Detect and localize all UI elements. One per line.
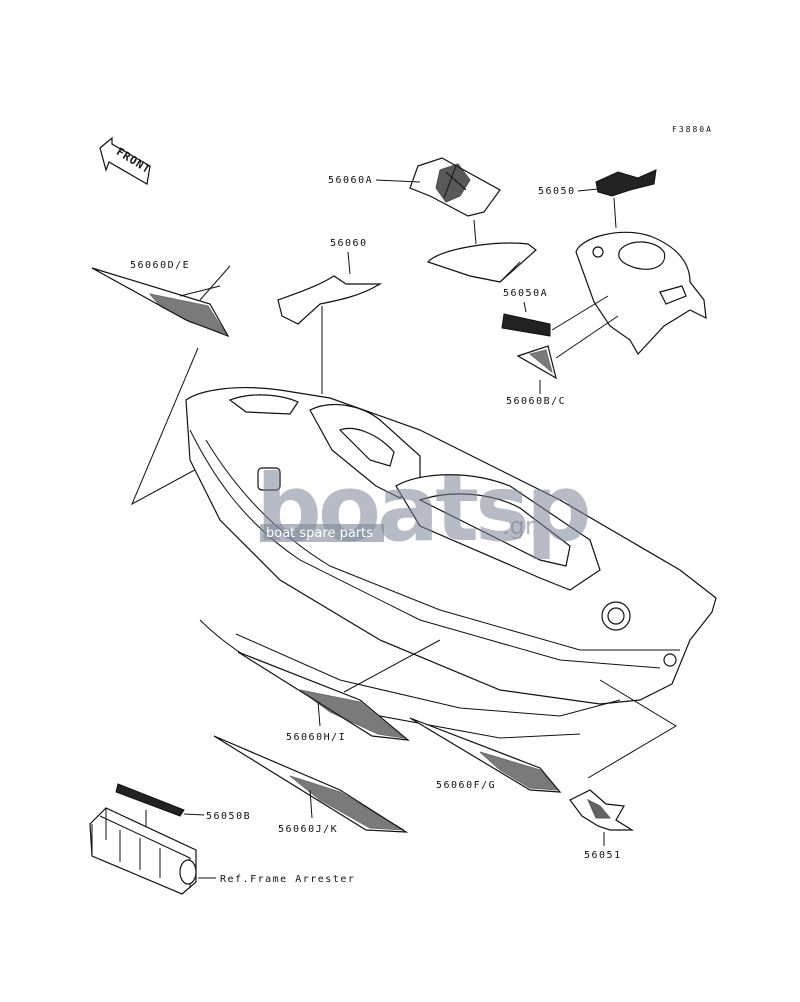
callout-56060: 56060 xyxy=(330,238,368,249)
callout-56060jk: 56060J/K xyxy=(278,824,338,835)
side-stripe-56060hi xyxy=(237,651,410,741)
callout-56051: 56051 xyxy=(584,850,622,861)
seat-decal-56060a xyxy=(409,157,501,217)
callout-56050: 56050 xyxy=(538,186,576,197)
figure-code: F3880A xyxy=(672,125,713,134)
leader-56050b xyxy=(183,813,205,816)
watermark: boatsp boat spare parts .gr xyxy=(256,455,592,562)
side-stripe-56060fg xyxy=(409,717,562,793)
leader-56050-b xyxy=(613,197,617,229)
seat-cushion xyxy=(426,242,537,283)
decal-56060bc xyxy=(516,345,557,380)
leader-56050 xyxy=(577,188,599,192)
callout-ref-frame-arrester: Ref.Frame Arrester xyxy=(220,874,355,885)
side-stripe-56060de xyxy=(91,267,230,338)
callout-56060bc: 56060B/C xyxy=(506,396,566,407)
watermark-brand: boatsp xyxy=(256,455,588,562)
brand-decal-56050a xyxy=(501,313,551,337)
callout-56050a: 56050A xyxy=(503,288,548,299)
callout-56060de: 56060D/E xyxy=(130,260,190,271)
leader-56060 xyxy=(347,251,351,275)
side-stripe-56060jk xyxy=(213,735,409,833)
flame-arrester xyxy=(89,807,197,895)
leader-56060fg-hull xyxy=(587,679,677,779)
leader-56060a xyxy=(473,219,477,245)
upper-deck-cover xyxy=(575,231,707,356)
decal-56060 xyxy=(277,275,383,325)
leader-56060bc-cover xyxy=(555,315,619,359)
leader-56050a-cover xyxy=(551,295,609,331)
leader-56060hi xyxy=(317,701,321,727)
watermark-tagline: boat spare parts xyxy=(266,526,373,541)
logo-decal-56050 xyxy=(595,169,657,197)
callout-56060fg: 56060F/G xyxy=(436,780,496,791)
watermark-tld: .gr xyxy=(502,512,535,540)
leader-56060jk xyxy=(309,789,313,819)
callout-56060a: 56060A xyxy=(328,175,373,186)
decal-56050b xyxy=(115,783,185,817)
leader-56060hi-hull xyxy=(343,639,441,693)
callout-56050b: 56050B xyxy=(206,811,251,822)
callout-56060hi: 56060H/I xyxy=(286,732,346,743)
leader-56060de xyxy=(179,265,231,301)
leader-56060a-label xyxy=(375,179,421,183)
leader-56050a xyxy=(523,301,527,313)
hull-body xyxy=(185,387,717,739)
front-arrow-icon: FRONT xyxy=(99,136,153,185)
emblem-56051 xyxy=(569,789,635,831)
watermark-tagline-bar xyxy=(260,524,384,542)
